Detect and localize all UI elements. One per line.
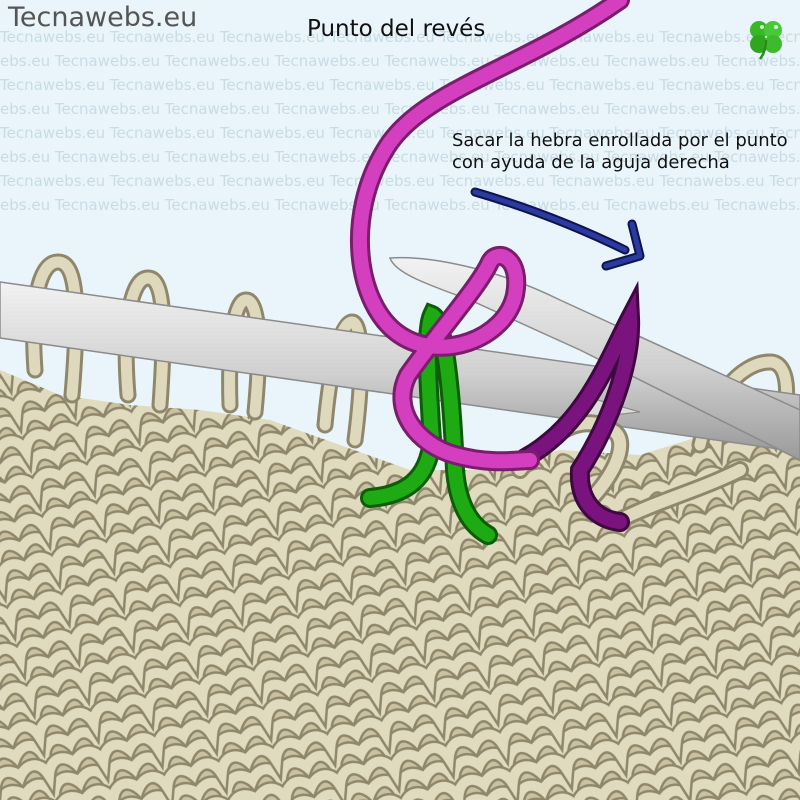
- page-title: Punto del revés: [307, 16, 486, 42]
- instruction-caption: Sacar la hebra enrollada por el punto co…: [452, 130, 788, 174]
- purple-stitch: [515, 280, 641, 532]
- caption-line-2: con ayuda de la aguja derecha: [452, 152, 730, 173]
- working-yarn: [350, 0, 630, 472]
- four-leaf-clover-icon: [750, 21, 782, 60]
- arrow-icon: [470, 187, 645, 271]
- caption-line-1: Sacar la hebra enrollada por el punto: [452, 130, 788, 151]
- right-needle: [388, 256, 800, 461]
- site-brand: Tecnawebs.eu: [8, 2, 198, 33]
- green-stitch: [360, 302, 498, 545]
